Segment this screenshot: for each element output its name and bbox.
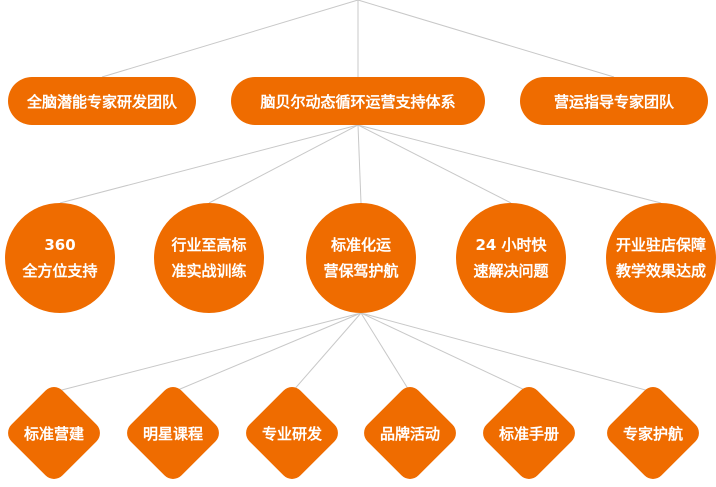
diamond-label: 专家护航: [622, 424, 683, 443]
circle-line: 准实战训练: [171, 262, 247, 280]
circle-quick-resolve: 24 小时快速解决问题: [456, 203, 566, 313]
diamond-label: 品牌活动: [379, 424, 440, 443]
circle-practical-training: 行业至高标准实战训练: [154, 203, 264, 313]
circle-line: 营保驾护航: [323, 262, 399, 280]
diamond-standard-build: 标准营建: [2, 381, 106, 485]
circle-line: 行业至高标: [171, 236, 247, 254]
diamond-standard-manual: 标准手册: [477, 381, 581, 485]
pill-operation-support-system: 脑贝尔动态循环运营支持体系: [231, 77, 485, 125]
connector-line: [53, 312, 362, 393]
connector-line: [360, 312, 411, 393]
connector-line: [360, 312, 530, 393]
diamond-brand-activity: 品牌活动: [358, 381, 462, 485]
connector-line: [357, 0, 615, 78]
diamond-label: 标准营建: [23, 424, 84, 443]
circle-line: 全方位支持: [22, 262, 98, 280]
diamond-expert-escort: 专家护航: [601, 381, 705, 485]
connector-line: [172, 312, 362, 393]
circle-line: 360: [44, 236, 76, 254]
connector-line: [357, 124, 362, 204]
connector-line: [59, 124, 359, 204]
circle-line: 教学效果达成: [615, 262, 706, 280]
diamond-professional-rd: 专业研发: [240, 381, 344, 485]
connector-line: [357, 124, 662, 204]
connector-line: [360, 312, 654, 393]
circle-line: 开业驻店保障: [615, 236, 706, 254]
diamond-label: 明星课程: [142, 424, 203, 443]
circle-standard-operation: 标准化运营保驾护航: [306, 203, 416, 313]
diamond-label: 标准手册: [498, 424, 559, 443]
connector-line: [101, 0, 359, 78]
diamond-label: 专业研发: [261, 424, 322, 443]
connector-line: [291, 312, 362, 393]
connector-line: [208, 124, 359, 204]
circle-line: 标准化运: [330, 236, 391, 254]
circle-onsite-guarantee: 开业驻店保障教学效果达成: [606, 203, 716, 313]
circle-line: 24 小时快: [475, 236, 547, 254]
diamond-star-course: 明星课程: [121, 381, 225, 485]
circle-line: 速解决问题: [473, 262, 549, 280]
connector-line: [357, 124, 512, 204]
pill-expert-rd-team: 全脑潜能专家研发团队: [8, 77, 196, 125]
pill-operation-guidance-team: 营运指导专家团队: [520, 77, 708, 125]
circle-full-support: 360 全方位支持: [5, 203, 115, 313]
